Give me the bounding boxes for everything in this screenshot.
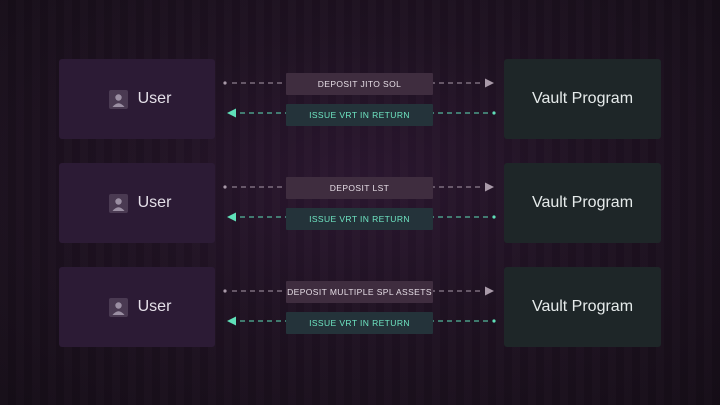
request-label: DEPOSIT MULTIPLE SPL ASSETS bbox=[286, 281, 433, 303]
user-node: User bbox=[59, 163, 215, 243]
flow-row-1: User DEPOSIT JITO SOL ISSUE VRT IN RETUR… bbox=[0, 59, 720, 139]
request-label: DEPOSIT LST bbox=[286, 177, 433, 199]
response-arrow bbox=[227, 108, 496, 118]
response-label: ISSUE VRT IN RETURN bbox=[286, 104, 433, 126]
person-icon bbox=[108, 193, 128, 213]
response-label: ISSUE VRT IN RETURN bbox=[286, 208, 433, 230]
user-node: User bbox=[59, 59, 215, 139]
response-arrow bbox=[227, 316, 496, 326]
request-label: DEPOSIT JITO SOL bbox=[286, 73, 433, 95]
person-icon bbox=[108, 89, 128, 109]
person-icon bbox=[108, 297, 128, 317]
vault-program-node: Vault Program bbox=[504, 59, 661, 139]
user-label: User bbox=[137, 90, 172, 107]
user-label: User bbox=[137, 194, 172, 211]
flow-row-3: User DEPOSIT MULTIPLE SPL ASSETS ISSUE V… bbox=[0, 267, 720, 347]
vault-program-node: Vault Program bbox=[504, 267, 661, 347]
vault-program-label: Vault Program bbox=[531, 298, 634, 315]
vault-program-node: Vault Program bbox=[504, 163, 661, 243]
response-arrow bbox=[227, 212, 496, 222]
vault-program-label: Vault Program bbox=[531, 90, 634, 107]
vault-program-label: Vault Program bbox=[531, 194, 634, 211]
user-label: User bbox=[137, 298, 172, 315]
flow-row-2: User DEPOSIT LST ISSUE VRT IN RETURN Vau… bbox=[0, 163, 720, 243]
response-label: ISSUE VRT IN RETURN bbox=[286, 312, 433, 334]
user-node: User bbox=[59, 267, 215, 347]
